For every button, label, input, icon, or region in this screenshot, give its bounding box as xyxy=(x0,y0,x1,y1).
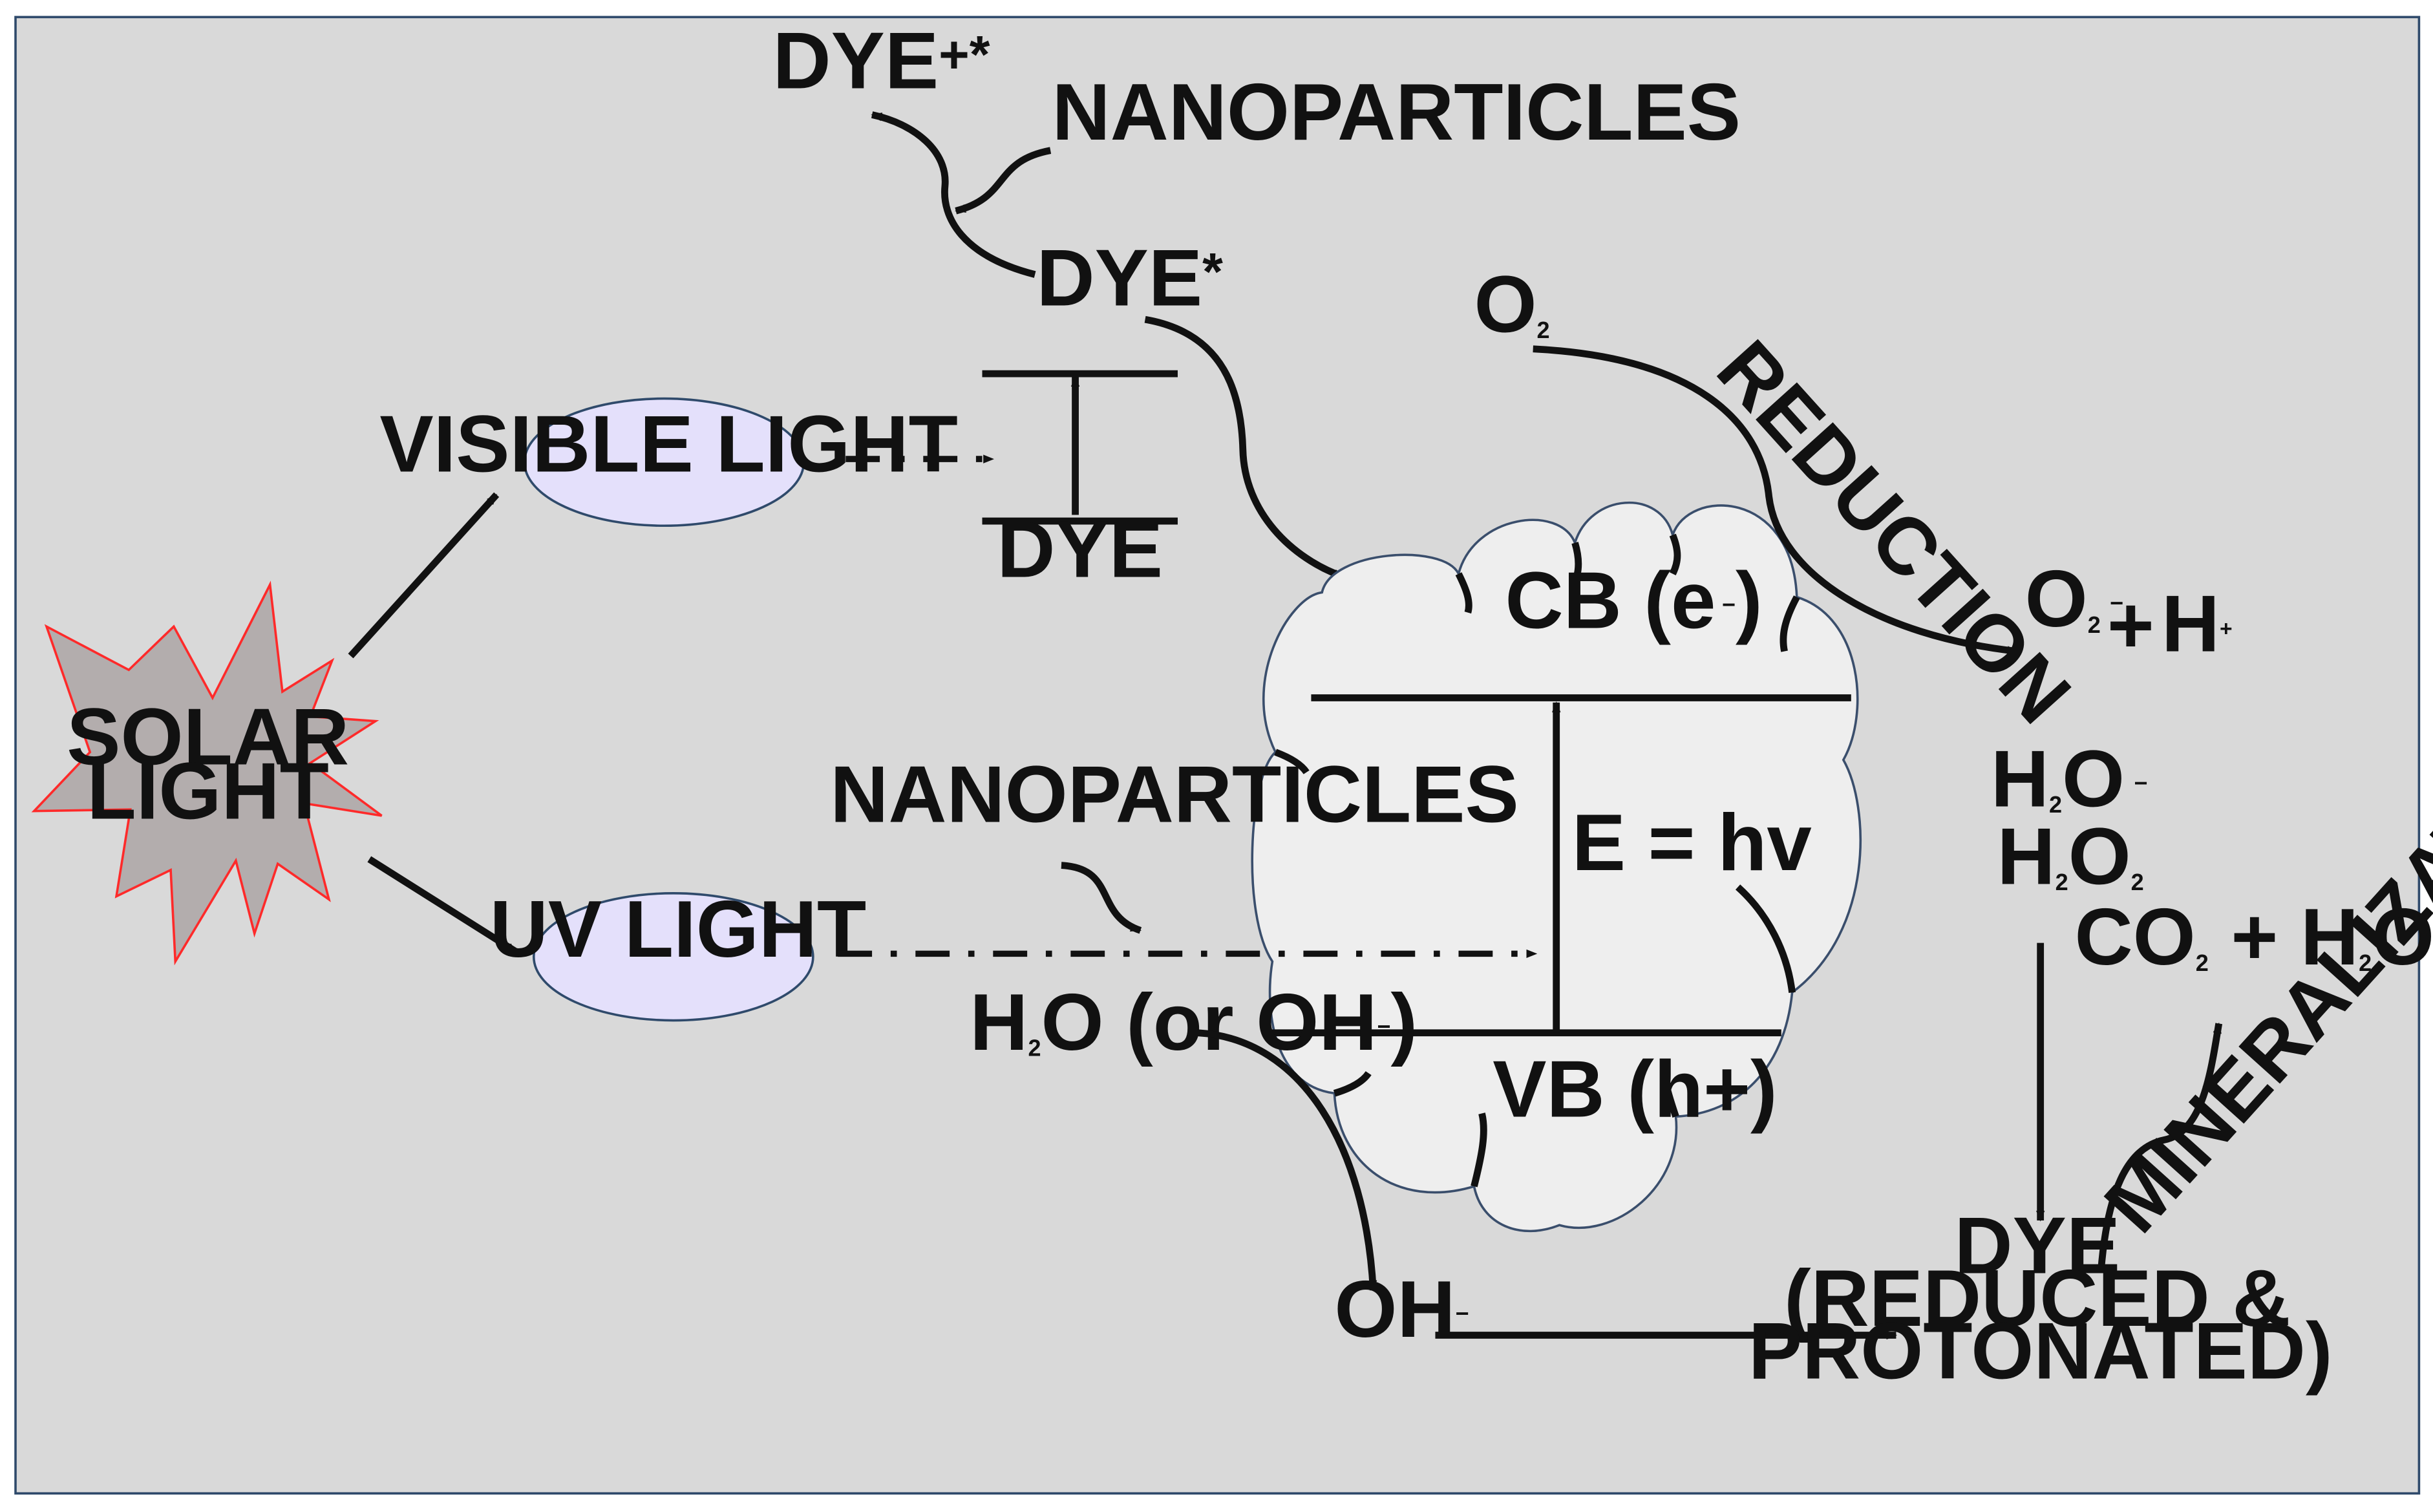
arrow-dye-to-cation xyxy=(871,111,1036,278)
solar-light-star xyxy=(31,580,383,966)
cloud-crease-5 xyxy=(1735,884,1796,993)
final-dye-line2: (REDUCED & xyxy=(1784,1253,2291,1343)
cloud-crease-2 xyxy=(1571,542,1582,583)
arrow-dye-to-cb xyxy=(1144,315,1345,580)
hydrogen-peroxide-label: H2O2 xyxy=(1997,811,2143,901)
solar-light-line1: SOLAR xyxy=(67,692,349,782)
proton-label: H+ xyxy=(2162,579,2233,669)
band-gap-label: E = hv xyxy=(1572,798,1812,888)
uv-light-label: UV LIGHT xyxy=(490,884,866,974)
arrow-nanoparticles-to-uv-path xyxy=(1061,862,1142,934)
cloud-crease-6 xyxy=(1659,1062,1679,1118)
dye-ground-label: DYE xyxy=(997,504,1163,594)
hydroxide-intermediate-label: H2O− xyxy=(1991,734,2148,824)
cloud-crease-1 xyxy=(1455,572,1472,614)
arrow-mineralization xyxy=(2097,1022,2223,1272)
visible-light-ellipse xyxy=(523,397,805,527)
diagram-panel xyxy=(14,16,2421,1495)
conduction-band-label: CB (e−) xyxy=(1505,556,1762,646)
final-dye-line1: DYE xyxy=(1955,1201,2121,1291)
arrow-oxygen-reduction xyxy=(1533,345,2019,655)
oxygen-reactant-label: O2 xyxy=(1474,259,1549,349)
solar-light-line2: LIGHT xyxy=(87,747,328,836)
water-reactant-label: H2O (or OH−) xyxy=(970,977,1418,1067)
cloud-crease-8 xyxy=(1333,1070,1372,1097)
nanoparticles-mid-label: NANOPARTICLES xyxy=(830,749,1518,839)
cloud-crease-3 xyxy=(1669,533,1681,576)
mineralization-products-label: CO2 + H2O xyxy=(2074,892,2433,982)
arrow-star-to-uv xyxy=(367,856,519,955)
dye-cation-label: DYE+* xyxy=(772,16,990,106)
arrow-water-to-hydroxide xyxy=(1197,1029,1377,1292)
final-dye-line3: PROTONATED) xyxy=(1748,1306,2333,1396)
cloud-crease-9 xyxy=(1274,749,1310,774)
uv-light-ellipse xyxy=(532,892,814,1022)
plus-sign: + xyxy=(2107,580,2154,670)
dye-excited-label: DYE* xyxy=(1037,233,1224,323)
valence-band-label: VB (h+) xyxy=(1493,1044,1777,1134)
nanoparticles-top-label: NANOPARTICLES xyxy=(1052,67,1741,157)
hydroxide-product-label: OH− xyxy=(1334,1264,1469,1354)
superoxide-product-label: O2− xyxy=(2025,554,2124,644)
visible-light-label: VISIBLE LIGHT xyxy=(379,399,957,489)
arrow-nanoparticles-to-curve xyxy=(955,147,1052,215)
arrow-star-to-visible xyxy=(348,492,500,659)
cloud-crease-7 xyxy=(1471,1113,1487,1187)
cloud-crease-4 xyxy=(1780,595,1800,652)
